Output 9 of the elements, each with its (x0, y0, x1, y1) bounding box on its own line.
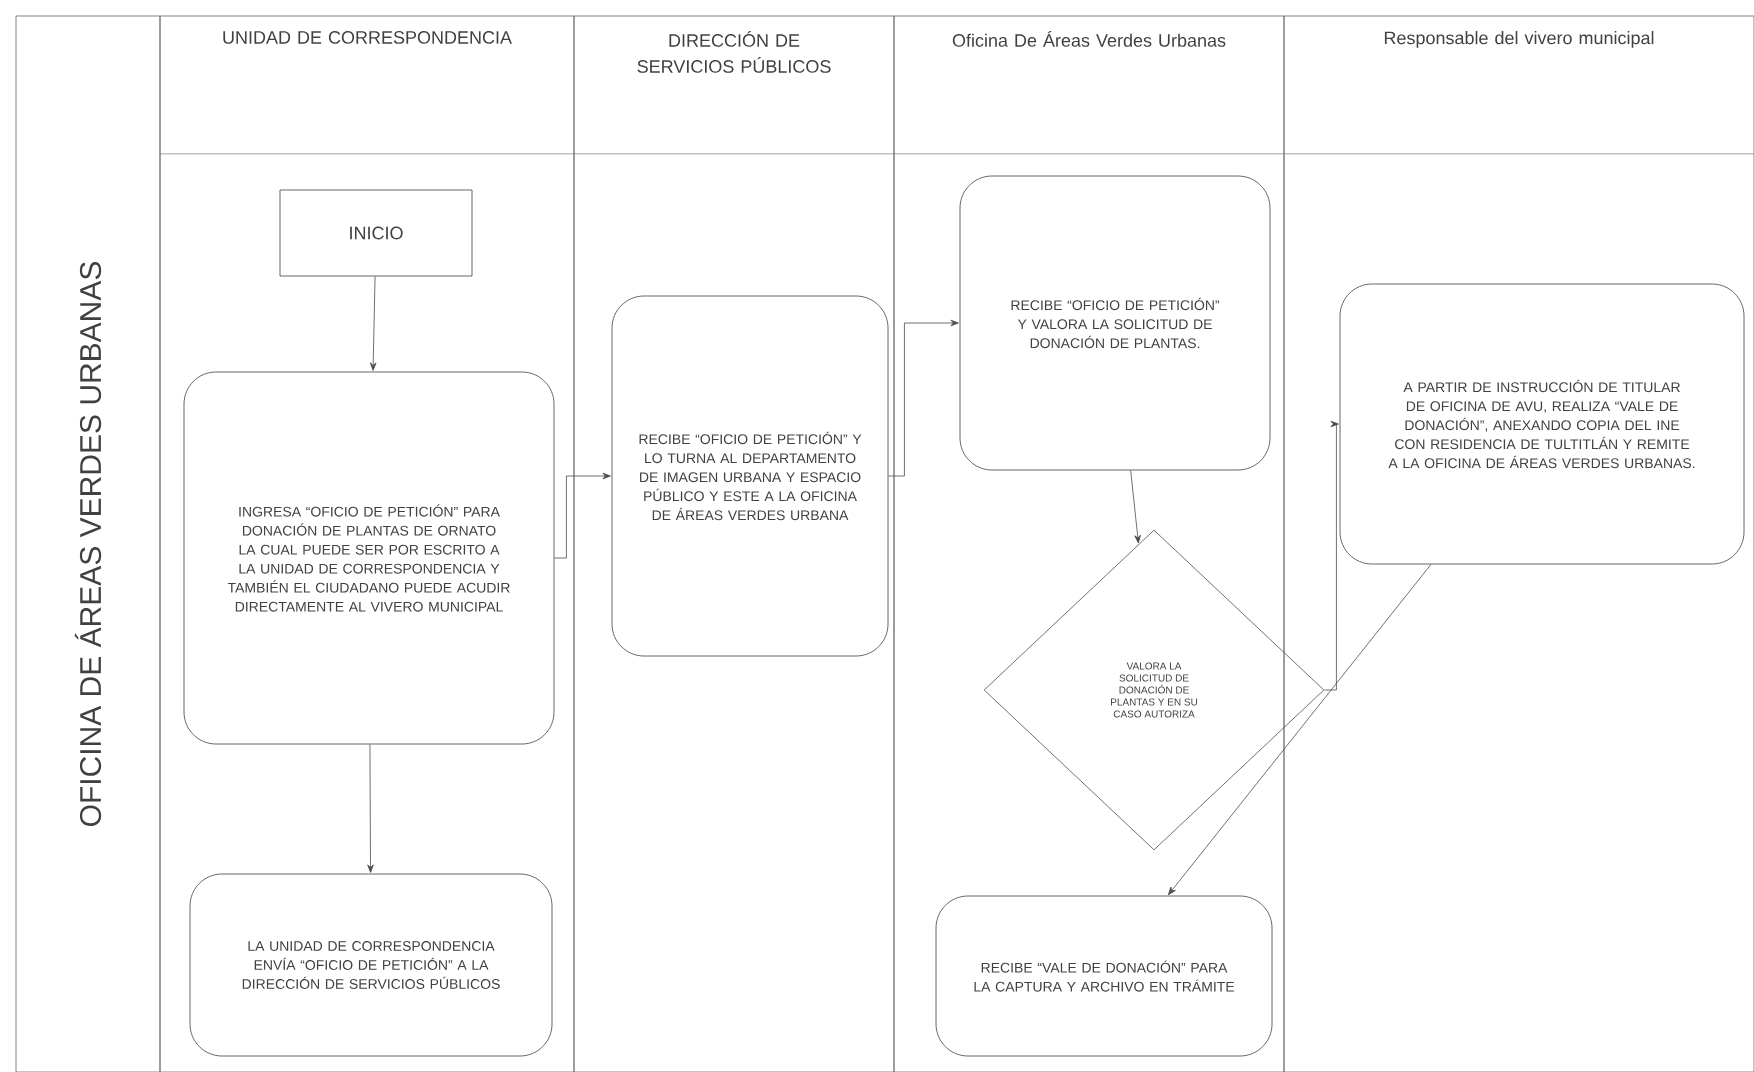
start-box: INICIO (279, 189, 473, 277)
arrow (1324, 420, 1339, 691)
arrow (1130, 470, 1141, 544)
arrow (888, 319, 959, 477)
arrow (1168, 564, 1432, 896)
arrow (367, 744, 374, 873)
pool-band: OFICINA DE ÁREAS VERDES URBANAS (15, 15, 161, 1072)
arrow (554, 472, 611, 559)
arrow (369, 276, 377, 371)
